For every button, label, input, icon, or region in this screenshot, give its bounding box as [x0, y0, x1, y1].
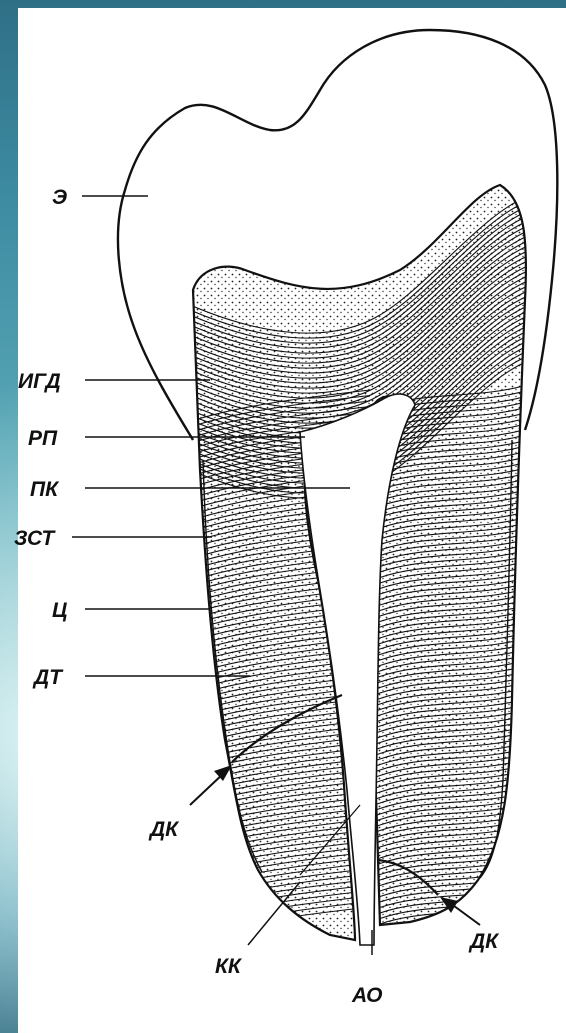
dk-right-arrow	[440, 897, 480, 925]
label-interglobular-dentin: ИГД	[18, 370, 61, 393]
dk-left-arrow	[190, 765, 232, 805]
label-root-canal: КК	[215, 955, 243, 978]
label-apical-opening: АО	[351, 984, 382, 1007]
label-dentinal-tubules: ДТ	[32, 666, 64, 689]
label-dentin-canal-left: ДК	[148, 818, 180, 841]
label-dentin-canal-right: ДК	[468, 930, 500, 953]
label-cement: Ц	[52, 599, 67, 622]
label-cement-dentin-border: ЗСТ	[14, 527, 56, 550]
label-enamel: Э	[52, 186, 67, 209]
label-mantle-dentin: РП	[28, 427, 58, 450]
label-pulp-chamber: ПК	[30, 478, 60, 501]
